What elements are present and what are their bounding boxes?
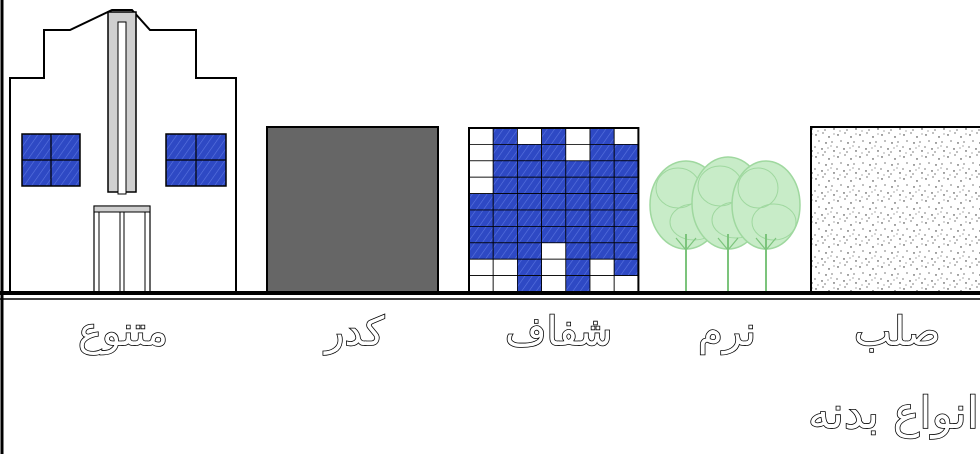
glass-panel-tinted — [469, 243, 493, 259]
glass-panel-clear — [469, 161, 493, 177]
glass-panel-tinted — [566, 177, 590, 193]
tower-inner — [118, 22, 126, 194]
glass-panel-tinted — [566, 259, 590, 275]
glass-panel-clear — [469, 128, 493, 144]
glass-panel-tinted — [542, 144, 566, 160]
glass-panel-tinted — [566, 210, 590, 226]
glass-panel-tinted — [517, 243, 541, 259]
glass-panel-clear — [590, 259, 614, 275]
glass-panel-tinted — [590, 128, 614, 144]
glass-panel-tinted — [590, 161, 614, 177]
glass-panel-tinted — [614, 144, 638, 160]
glass-panel-clear — [542, 243, 566, 259]
label-transparent: شفاف — [505, 312, 612, 352]
glass-panel-tinted — [590, 194, 614, 210]
glass-panel-clear — [493, 259, 517, 275]
glass-panel-clear — [469, 177, 493, 193]
glass-panel-tinted — [469, 226, 493, 242]
glass-panel-clear — [566, 144, 590, 160]
glass-panel-tinted — [517, 194, 541, 210]
facade-transparent — [469, 128, 638, 292]
glass-panel-tinted — [542, 177, 566, 193]
glass-panel-tinted — [493, 128, 517, 144]
glass-panel-clear — [469, 259, 493, 275]
glass-panel-tinted — [493, 161, 517, 177]
glass-panel-tinted — [566, 194, 590, 210]
glass-panel-tinted — [493, 177, 517, 193]
glass-panel-tinted — [493, 210, 517, 226]
glass-panel-clear — [469, 144, 493, 160]
glass-panel-tinted — [590, 177, 614, 193]
glass-panel-clear — [614, 128, 638, 144]
diagram-caption: انواع بدنه — [808, 392, 979, 436]
glass-panel-clear — [566, 128, 590, 144]
glass-panel-tinted — [542, 194, 566, 210]
glass-panel-tinted — [542, 128, 566, 144]
glass-panel-tinted — [566, 226, 590, 242]
glass-panel-tinted — [614, 177, 638, 193]
glass-panel-tinted — [517, 226, 541, 242]
glass-panel-tinted — [614, 161, 638, 177]
glass-panel-tinted — [517, 144, 541, 160]
glass-panel-tinted — [614, 226, 638, 242]
glass-panel-tinted — [614, 194, 638, 210]
right-window — [166, 134, 226, 186]
left-window — [22, 134, 80, 186]
glass-panel-clear — [469, 276, 493, 292]
label-opaque: كدر — [325, 312, 384, 352]
label-varied: متنوع — [78, 312, 168, 352]
glass-panel-clear — [590, 276, 614, 292]
tree-3 — [732, 161, 800, 292]
glass-panel-tinted — [590, 243, 614, 259]
entrance-door — [94, 206, 150, 292]
glass-panel-tinted — [590, 144, 614, 160]
glass-panel-tinted — [614, 243, 638, 259]
glass-panel-clear — [542, 259, 566, 275]
glass-panel-clear — [542, 276, 566, 292]
glass-panel-tinted — [542, 226, 566, 242]
glass-panel-tinted — [614, 210, 638, 226]
facade-solid — [811, 127, 980, 292]
glass-panel-tinted — [469, 194, 493, 210]
glass-panel-tinted — [517, 276, 541, 292]
glass-panel-clear — [493, 276, 517, 292]
glass-panel-tinted — [493, 144, 517, 160]
glass-panel-tinted — [542, 161, 566, 177]
label-solid: صلب — [854, 312, 940, 352]
glass-panel-tinted — [517, 177, 541, 193]
glass-panel-tinted — [566, 161, 590, 177]
glass-panel-tinted — [517, 259, 541, 275]
facade-soft — [650, 157, 800, 292]
glass-panel-tinted — [614, 259, 638, 275]
facade-varied — [10, 10, 236, 292]
glass-panel-tinted — [493, 243, 517, 259]
glass-panel-clear — [517, 128, 541, 144]
glass-panel-tinted — [469, 210, 493, 226]
glass-panel-clear — [614, 276, 638, 292]
glass-panel-tinted — [517, 210, 541, 226]
ground-line — [0, 293, 980, 299]
label-soft: نرم — [698, 312, 756, 352]
glass-panel-tinted — [566, 276, 590, 292]
facade-opaque — [267, 127, 438, 292]
glass-panel-tinted — [590, 210, 614, 226]
glass-panel-tinted — [566, 243, 590, 259]
glass-panel-tinted — [493, 226, 517, 242]
glass-panel-tinted — [542, 210, 566, 226]
glass-panel-tinted — [517, 161, 541, 177]
glass-panel-tinted — [493, 194, 517, 210]
glass-panel-tinted — [590, 226, 614, 242]
